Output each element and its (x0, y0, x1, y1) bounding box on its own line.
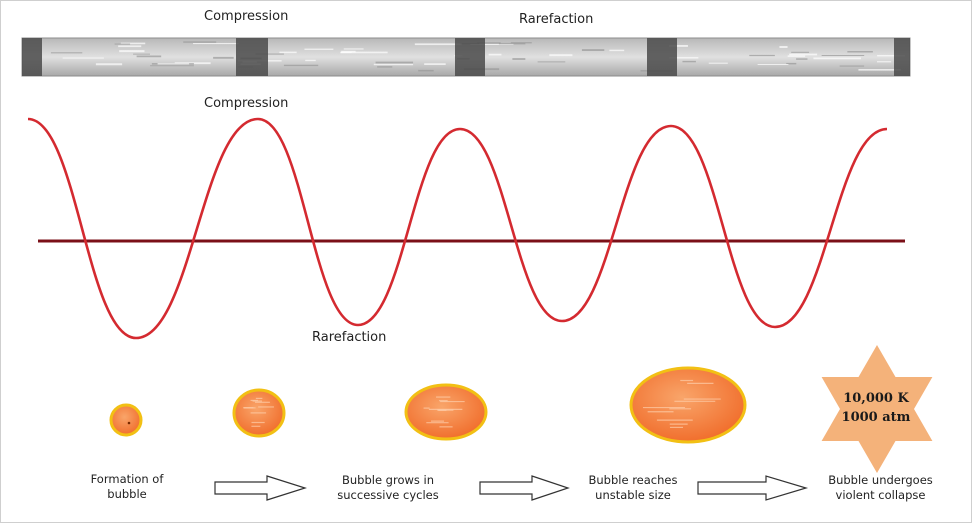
arrow-right-icon (479, 475, 570, 501)
bubble-unstable (629, 366, 747, 444)
medium-tube (21, 37, 911, 77)
tube-compression-label: Compression (204, 9, 289, 24)
stage-caption-formation: Formation of bubble (90, 472, 164, 501)
compression-zone (455, 38, 485, 76)
bubble-nucleus (127, 421, 131, 425)
stage-caption-collapse: Bubble undergoes violent collapse (828, 473, 933, 502)
bubble-small (109, 403, 143, 437)
collapse-star (821, 345, 933, 473)
progression-arrows (214, 475, 809, 501)
compression-zone (236, 38, 268, 76)
wave-rarefaction-label: Rarefaction (312, 330, 387, 345)
wave-compression-label: Compression (204, 96, 289, 111)
tube-rarefaction-label: Rarefaction (519, 12, 594, 27)
stage-caption-growth: Bubble grows in successive cycles (337, 473, 439, 502)
pressure-wave (27, 117, 888, 340)
compression-zone (22, 38, 42, 76)
arrow-right-icon (214, 475, 307, 501)
collapse-temperature: 10,000 K (843, 391, 909, 406)
collapse-conditions: 10,000 K 1000 atm (826, 389, 926, 427)
collapse-pressure: 1000 atm (841, 410, 911, 425)
bubble-large (404, 383, 488, 441)
stage-caption-unstable: Bubble reaches unstable size (588, 473, 678, 502)
arrow-right-icon (697, 475, 809, 501)
compression-zone (894, 38, 910, 76)
compression-zone (647, 38, 677, 76)
bubble-growth (109, 366, 747, 444)
bubble-streaks (243, 379, 721, 428)
